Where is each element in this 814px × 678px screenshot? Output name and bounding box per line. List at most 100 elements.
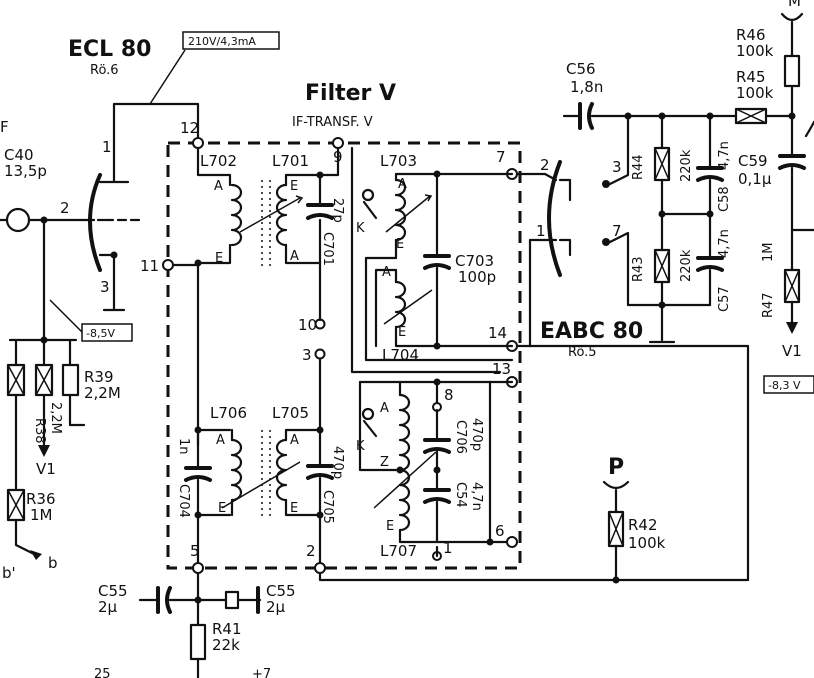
pin-2: [314, 562, 326, 574]
pin-7-label: 7: [496, 148, 506, 166]
l702-wire: [196, 146, 232, 265]
label-b-prime: b': [2, 564, 16, 582]
bottom-frag-right: +7: [252, 667, 271, 678]
r36-name: R36: [26, 490, 56, 508]
l701-wire: [284, 173, 322, 265]
filter-v-enclosure: [166, 141, 522, 570]
pin-3: [314, 348, 326, 360]
c56-name: C56: [566, 60, 596, 78]
r38a-cross: [7, 364, 25, 396]
c58-name: C58: [717, 186, 732, 212]
c58-plates: [696, 166, 724, 182]
label-p: P: [608, 455, 624, 480]
l703-tap-a: A: [398, 177, 407, 192]
c55-body: [224, 590, 240, 610]
l701-label: L701: [272, 152, 309, 170]
r39-value: 2,2M: [84, 384, 121, 402]
node-c56-r44: [624, 112, 632, 120]
eabc80-pin-1: 1: [536, 222, 546, 240]
eabc80-pin-3: 3: [612, 158, 622, 176]
ecl80-pin-1: 1: [102, 138, 112, 156]
l704-tap-e: E: [398, 325, 406, 340]
r38-wire: [14, 393, 46, 492]
c40-value: 13,5p: [4, 162, 47, 180]
l705-coil: [275, 438, 288, 502]
l705-tap-e: E: [290, 501, 298, 516]
ecl80-pin-3: 3: [100, 278, 110, 296]
pin-8-label: 8: [444, 386, 454, 404]
l707-tap-e: E: [386, 519, 394, 534]
eabc80-ref: Rö.5: [568, 345, 597, 360]
c57-plates: [696, 256, 724, 272]
eabc80-pin1-wire: [515, 238, 558, 348]
l702-tap-e: E: [215, 251, 223, 266]
bias-box-left: [81, 323, 133, 342]
c702-value: 100p: [458, 268, 496, 286]
eabc80-anode-wires: [608, 114, 662, 307]
r39-resistor: [61, 363, 80, 397]
c703-plates: [184, 466, 212, 482]
c705-name: C706: [453, 420, 468, 454]
v1-left-arrow: [38, 445, 50, 457]
r45-cross: [735, 108, 767, 124]
c55-value: 2μ: [266, 598, 286, 616]
r43-name: R43: [631, 256, 646, 282]
c702-name: C703: [455, 252, 494, 270]
node-c705-mid: [433, 466, 441, 474]
eabc80-pin2-wire: [515, 172, 558, 182]
l703-label: L703: [380, 152, 417, 170]
switch-b-blade: [30, 550, 42, 560]
pin-6: [506, 536, 518, 548]
l707-tap-z: Z: [380, 455, 389, 470]
v1-right-arrow: [786, 322, 798, 334]
pin-6-label: 6: [495, 522, 505, 540]
l706-coil: [230, 438, 243, 502]
node-bottom: [194, 596, 202, 604]
r47-cross: [784, 269, 800, 303]
input-jack: [5, 207, 31, 233]
k2-probe-arrow: [362, 419, 378, 438]
l706-tap-e: E: [218, 501, 226, 516]
bias-right: -8,3 V: [768, 379, 801, 392]
filter-title: Filter V: [305, 81, 396, 106]
c704-plates: [306, 464, 334, 480]
r47-wire: [790, 228, 814, 324]
c706-value: 4,7n: [469, 482, 484, 511]
r43-resistor: [653, 248, 671, 284]
r45-value: 100k: [736, 84, 774, 102]
r47-name: R47: [761, 292, 776, 318]
eabc80-pin-7: 7: [612, 222, 622, 240]
ecl80-ref: Rö.6: [90, 63, 119, 78]
ecl80-anode: [98, 102, 200, 184]
pin-12-label: 12: [180, 119, 199, 137]
label-k1: K: [356, 221, 365, 236]
c59-value: 0,1μ: [738, 170, 772, 188]
eabc80-diode-2: [558, 238, 572, 257]
label-f: F: [0, 118, 9, 136]
l701-l702-core: [261, 180, 271, 268]
c59-name: C59: [738, 152, 768, 170]
r36-cross: [7, 489, 25, 521]
l707-coil: [398, 393, 411, 532]
r46-name: R46: [736, 26, 766, 44]
pin-14-label: 14: [488, 324, 507, 342]
c59-plates: [778, 154, 806, 170]
r43-cross: [654, 249, 670, 283]
pin-12: [192, 137, 204, 149]
l705-label: L705: [272, 404, 309, 422]
r38-cross: [35, 364, 53, 396]
m-arrow: [780, 12, 804, 58]
pin-5: [192, 562, 204, 574]
c706-name: C54: [453, 482, 468, 508]
l706-tap-a: A: [216, 433, 225, 448]
l705-tap-a: A: [290, 433, 299, 448]
label-b: b: [48, 554, 58, 572]
bias-leader: [49, 299, 83, 333]
l701-tap-e: E: [290, 179, 298, 194]
l707-label: L707: [380, 542, 417, 560]
v1-right: V1: [782, 342, 802, 360]
l704-label: L704: [382, 346, 419, 364]
r42-value: 100k: [628, 534, 666, 552]
l705-tuning-arrow: [221, 461, 301, 509]
l703-tap-e: E: [396, 237, 404, 252]
